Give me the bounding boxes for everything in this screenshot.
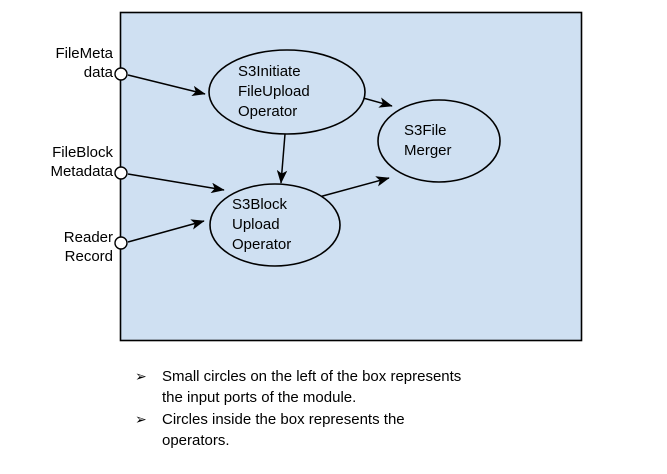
edge-readerrecord-to-blockupload <box>127 219 205 243</box>
port-label-fileblockmetadata: FileBlock Metadata <box>50 144 113 180</box>
arrow-bullet-icon: ➢ <box>135 368 147 384</box>
port-label-filemetadata: FileMeta data <box>55 45 113 81</box>
input-port-shapes <box>114 67 128 250</box>
arrow-bullet-icon: ➢ <box>135 411 147 427</box>
edge-filemetadata-to-initiate <box>127 74 206 97</box>
legend-item: ➢ Circles inside the box represents the … <box>120 409 590 451</box>
port-fileblockmetadata-circle[interactable] <box>114 166 128 180</box>
op-s3initiate-fileupload-shape[interactable] <box>208 49 366 135</box>
op-s3file-merger-shape[interactable] <box>377 99 501 183</box>
legend-item: ➢ Small circles on the left of the box r… <box>120 366 590 408</box>
edge-fileblockmetadata-to-blockupload <box>127 173 225 194</box>
port-filemetadata-circle[interactable] <box>114 67 128 81</box>
legend: ➢ Small circles on the left of the box r… <box>120 366 590 452</box>
port-readerrecord-circle[interactable] <box>114 236 128 250</box>
op-label-s3initiate-fileupload: S3Initiate FileUpload Operator <box>238 63 310 120</box>
op-label-s3file-merger: S3File Merger <box>404 122 452 159</box>
op-s3block-upload-shape[interactable] <box>209 183 341 267</box>
legend-item-text: Circles inside the box represents the op… <box>162 411 405 449</box>
edge-blockupload-to-merger <box>318 176 390 198</box>
port-label-readerrecord: Reader Record <box>63 229 113 265</box>
legend-item-text: Small circles on the left of the box rep… <box>162 368 462 406</box>
edge-initiate-to-blockupload <box>276 133 288 184</box>
module-container-box <box>119 11 583 342</box>
op-label-s3block-upload: S3Block Upload Operator <box>232 196 292 253</box>
operator-shapes <box>208 49 501 267</box>
